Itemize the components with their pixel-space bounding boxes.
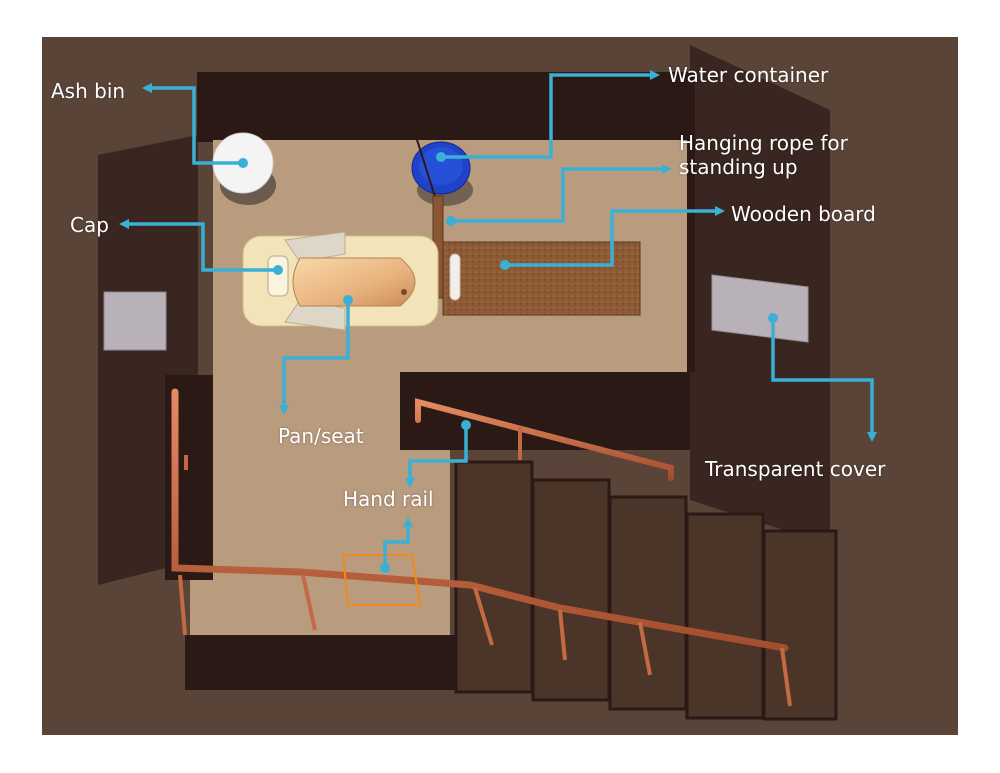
dot-hand-rail-upper — [461, 420, 471, 430]
dot-hanging-rope — [446, 216, 456, 226]
stair-step-3 — [608, 495, 688, 711]
label-wooden-board: Wooden board — [731, 202, 876, 226]
label-hanging-rope-line2: standing up — [679, 155, 798, 179]
pan-footrest-top — [284, 231, 346, 263]
leader-hanging-rope — [451, 164, 672, 223]
leader-hand-rail-upper — [405, 425, 468, 488]
label-hanging-rope: Hanging rope for standing up — [679, 131, 899, 179]
pan-footrest-bottom — [284, 299, 346, 331]
board-handle — [449, 253, 461, 301]
wooden-board — [442, 241, 641, 316]
rail-post-6 — [780, 647, 792, 707]
rail-post-7 — [178, 574, 187, 636]
dot-transparent-cover — [768, 313, 778, 323]
left-window — [103, 291, 167, 351]
label-ash-bin: Ash bin — [51, 79, 126, 103]
dot-water-container — [436, 152, 446, 162]
leader-transparent-cover — [771, 318, 877, 442]
dot-hand-rail-lower — [380, 563, 390, 573]
stair-step-1 — [454, 460, 534, 694]
dot-wooden-board — [500, 260, 510, 270]
dot-ash-bin — [238, 158, 248, 168]
rail-post-3 — [473, 587, 494, 646]
rail-post-5 — [638, 621, 652, 676]
dot-pan-seat — [343, 295, 353, 305]
label-hand-rail: Hand rail — [343, 487, 434, 511]
leader-ash-bin — [142, 83, 243, 165]
back-wall — [197, 72, 667, 142]
stair-step-2 — [531, 478, 611, 702]
stair-gap — [400, 372, 690, 450]
leader-cap — [119, 219, 278, 272]
leader-dots — [238, 152, 778, 573]
pan-drain — [401, 289, 407, 295]
transparent-cover — [711, 274, 809, 343]
leader-pan-seat — [279, 300, 350, 415]
label-pan-seat: Pan/seat — [278, 424, 364, 448]
label-hanging-rope-line1: Hanging rope for — [679, 131, 848, 155]
rail-post-2 — [301, 574, 317, 631]
cap — [267, 255, 289, 297]
dot-cap — [273, 265, 283, 275]
leader-wooden-board — [505, 206, 725, 267]
leader-hand-rail-lower — [383, 517, 413, 568]
label-cap: Cap — [70, 213, 109, 237]
hanging-rope-line — [406, 107, 437, 201]
hand-rail-upper — [415, 398, 674, 481]
hand-rail-highlight-box — [341, 554, 422, 606]
rail-post-4 — [558, 609, 567, 661]
hand-rail-lower — [171, 388, 789, 652]
pan-bowl — [292, 257, 416, 307]
stair-step-4 — [685, 512, 765, 720]
label-water-container: Water container — [668, 63, 829, 87]
label-transparent-cover: Transparent cover — [705, 457, 886, 481]
leader-lines — [119, 70, 877, 568]
stair-step-5 — [762, 529, 838, 721]
leader-water-container — [441, 70, 660, 159]
front-wall — [185, 635, 465, 690]
